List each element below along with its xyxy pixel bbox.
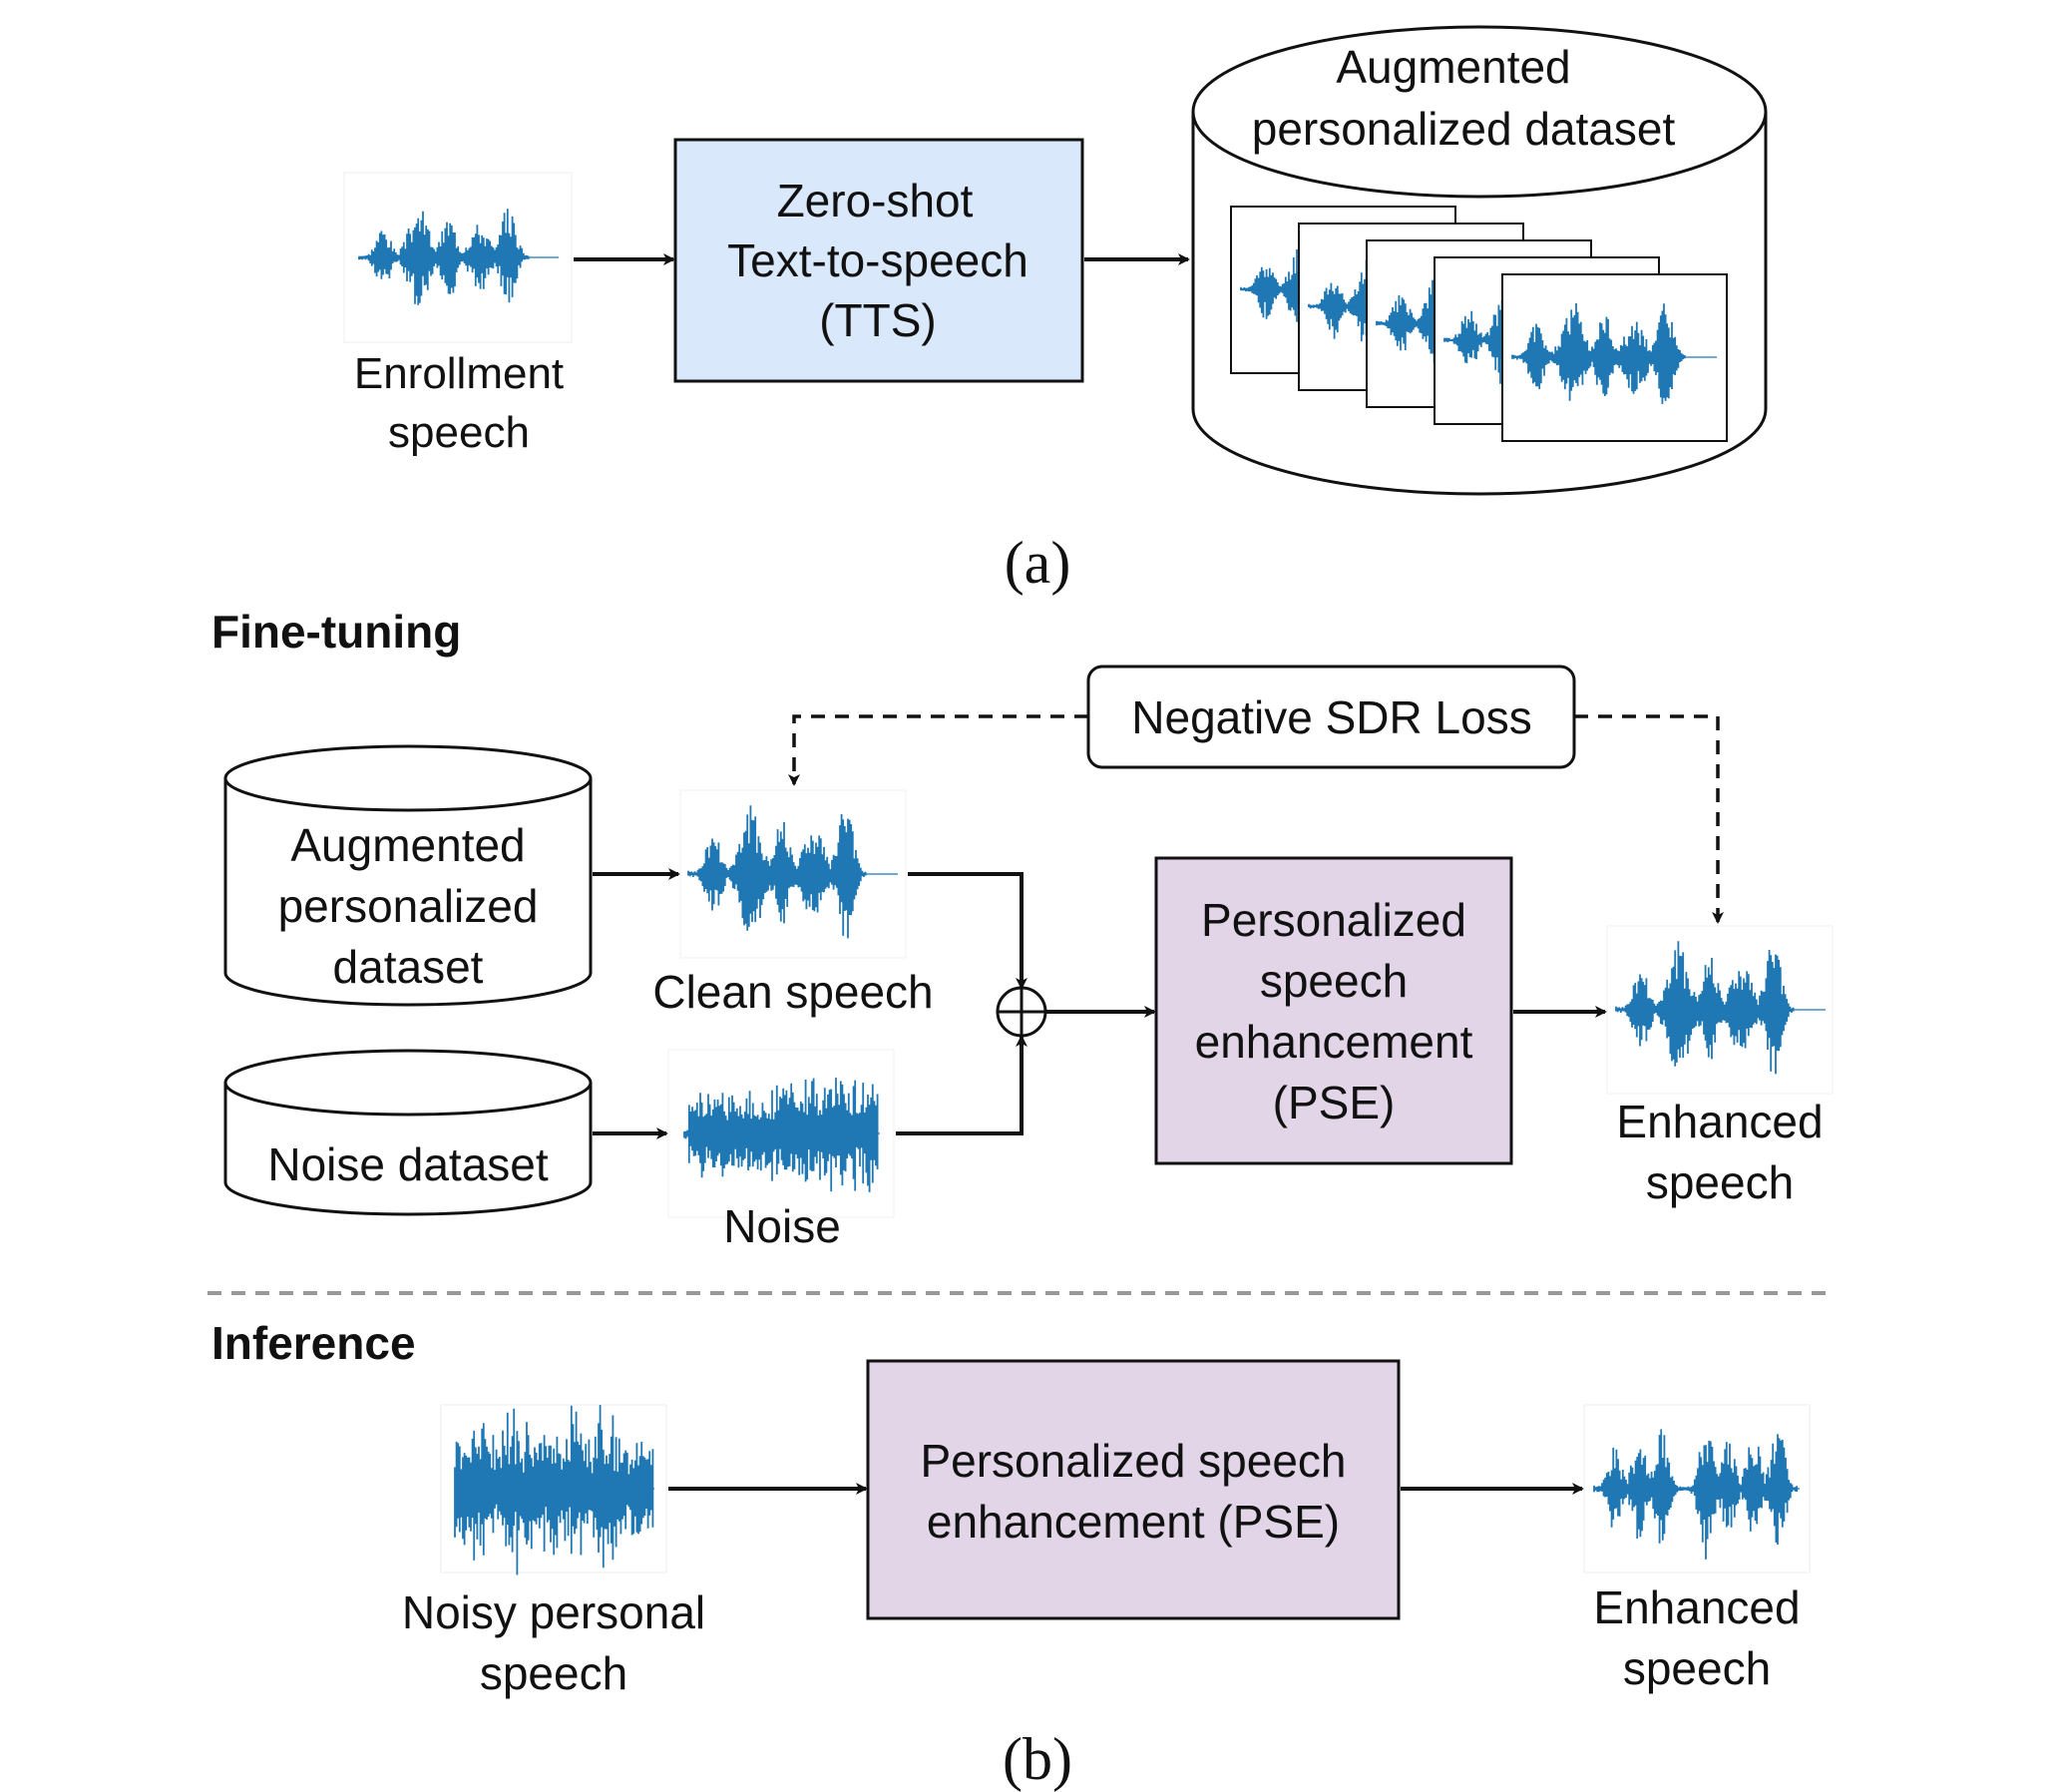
- noise-dataset-label: Noise dataset: [267, 1138, 548, 1190]
- caption-b: (b): [1003, 1726, 1072, 1792]
- noise-waveform: [667, 1049, 895, 1218]
- inference-heading: Inference: [211, 1317, 416, 1369]
- augmented-dataset-small-cylinder: [223, 744, 593, 1007]
- dashed-arrow-to-enhanced: [1574, 714, 1724, 924]
- enhanced-speech-waveform: [1606, 925, 1834, 1095]
- enrollment-label-line2: speech: [388, 408, 530, 457]
- caption-a: (a): [1005, 530, 1071, 596]
- noisy-label-line1: Noisy personal: [402, 1586, 705, 1638]
- arrow-noise-to-sum: [896, 1035, 1027, 1135]
- enhanced-inf-line2: speech: [1623, 1642, 1771, 1694]
- enrollment-waveform: [343, 172, 573, 343]
- enhanced-inference-waveform: [1583, 1404, 1811, 1573]
- aug-dataset-line2: personalized: [278, 880, 539, 932]
- tts-line2: Text-to-speech: [727, 234, 1028, 286]
- finetuning-heading: Fine-tuning: [211, 606, 461, 658]
- noisy-label-line2: speech: [480, 1647, 627, 1699]
- tts-line1: Zero-shot: [777, 175, 974, 226]
- waveform-trace: [683, 1078, 879, 1192]
- loss-label: Negative SDR Loss: [1131, 691, 1531, 743]
- pse-inference-line1: Personalized speech: [920, 1435, 1346, 1487]
- pse-line1: Personalized: [1201, 894, 1466, 946]
- tts-line3: (TTS): [819, 294, 937, 346]
- noise-dataset-cylinder: [223, 1049, 593, 1216]
- dataset-label-line1: Augmented: [1336, 41, 1570, 93]
- pse-line4: (PSE): [1273, 1077, 1396, 1128]
- pse-inference-box: [866, 1359, 1401, 1620]
- pse-inference-line2: enhancement (PSE): [927, 1496, 1340, 1548]
- dataset-label-line2: personalized dataset: [1252, 103, 1676, 155]
- clean-speech-label: Clean speech: [652, 966, 933, 1018]
- enhanced-line1: Enhanced: [1616, 1096, 1823, 1147]
- tts-box: [673, 138, 1084, 383]
- aug-dataset-line3: dataset: [333, 941, 484, 993]
- pse-line2: speech: [1260, 955, 1408, 1007]
- enrollment-label-line1: Enrollment: [354, 349, 564, 398]
- arrow-clean-to-sum: [908, 872, 1027, 990]
- noisy-speech-waveform: [440, 1404, 667, 1575]
- clean-speech-waveform: [679, 789, 907, 959]
- dashed-arrow-to-clean: [788, 714, 1088, 786]
- pse-line3: enhancement: [1195, 1016, 1473, 1068]
- enhanced-inf-line1: Enhanced: [1593, 1581, 1800, 1633]
- waveform-card-stack: [1230, 206, 1728, 442]
- sum-junction: [996, 986, 1047, 1038]
- pse-box: [1154, 856, 1513, 1165]
- enhanced-line2: speech: [1646, 1156, 1794, 1208]
- aug-dataset-line1: Augmented: [290, 819, 525, 871]
- noise-label: Noise: [723, 1200, 841, 1252]
